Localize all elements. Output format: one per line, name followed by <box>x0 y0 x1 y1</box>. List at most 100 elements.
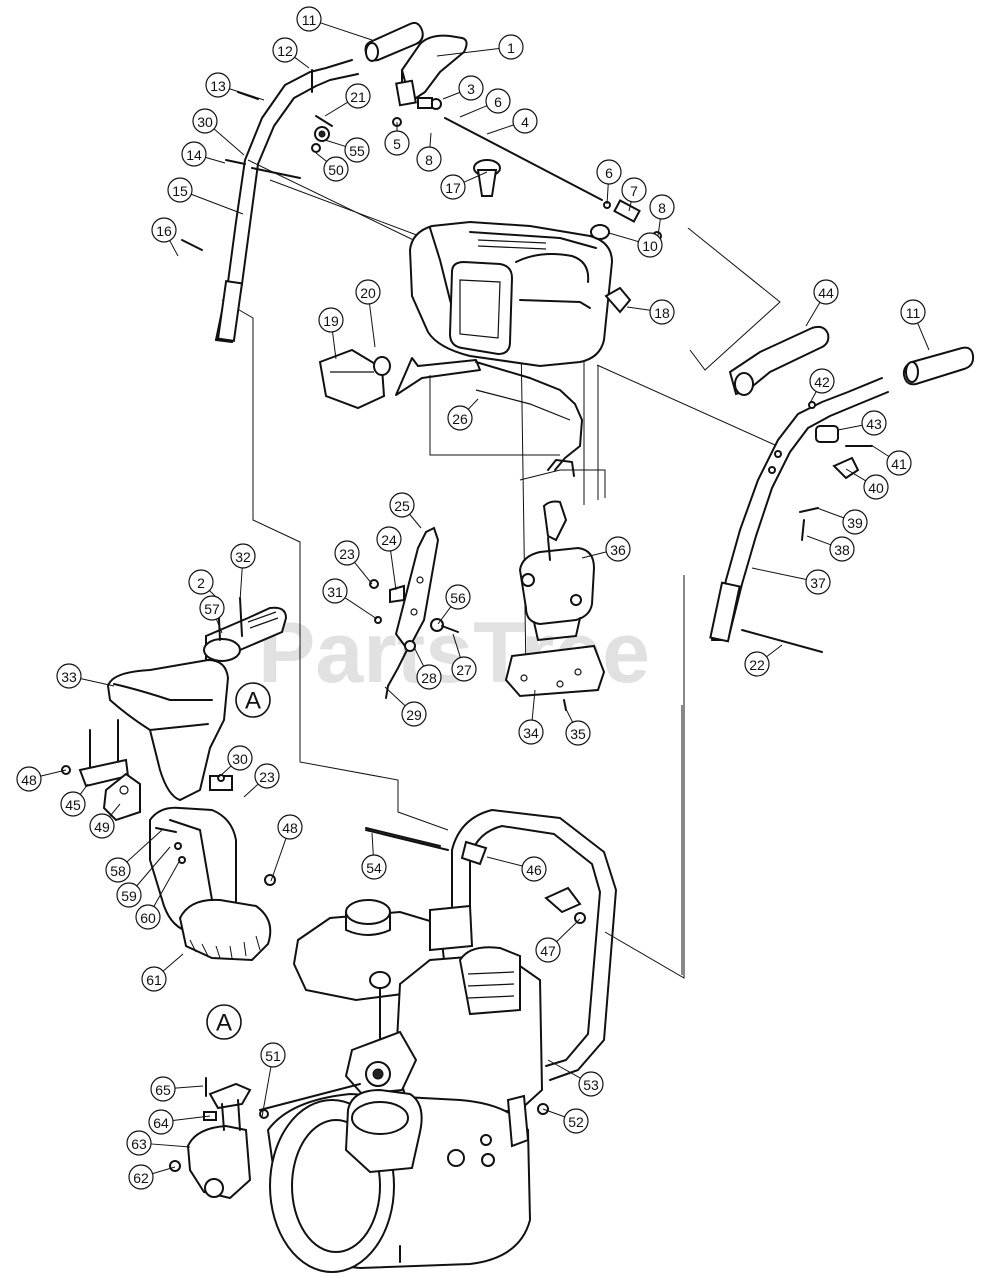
callout-leader-53 <box>547 1059 581 1079</box>
callout-number: 17 <box>445 180 461 196</box>
callout-42: 42 <box>809 368 835 394</box>
callout-number: 23 <box>259 769 275 785</box>
callout-circle <box>447 405 473 431</box>
callout-circle <box>105 857 131 883</box>
callout-number: 42 <box>814 374 830 390</box>
callout-circle <box>167 177 193 203</box>
callout-number: 59 <box>121 888 137 904</box>
callout-26: 26 <box>447 405 473 431</box>
callout-circle <box>344 137 370 163</box>
callout-circle <box>135 904 161 930</box>
callout-circle <box>345 83 371 109</box>
callout-circle <box>60 791 86 817</box>
callout-number: 3 <box>467 81 475 97</box>
callout-8: 8 <box>416 146 442 172</box>
callout-46: 46 <box>521 856 547 882</box>
callout-leader-3 <box>442 91 461 100</box>
callout-circle <box>596 159 622 185</box>
callout-56: 56 <box>445 584 471 610</box>
callout-5: 5 <box>384 130 410 156</box>
callout-leader-8 <box>429 132 432 148</box>
callout-leader-43 <box>837 424 863 431</box>
callout-leader-29 <box>384 686 406 707</box>
callout-leader-61 <box>162 953 184 972</box>
callout-number: 61 <box>146 972 162 988</box>
callout-circle <box>809 368 835 394</box>
callout-number: 5 <box>393 136 401 152</box>
callout-40: 40 <box>863 474 889 500</box>
callout-leader-11 <box>320 22 373 41</box>
callout-number: 20 <box>360 285 376 301</box>
callout-leader-1 <box>436 47 500 57</box>
callout-circle <box>254 763 280 789</box>
callout-15: 15 <box>167 177 193 203</box>
callout-leader-14 <box>205 156 226 164</box>
callout-number: 52 <box>568 1114 584 1130</box>
callout-leader-20 <box>369 303 376 348</box>
callout-10: 10 <box>637 232 663 258</box>
callout-17: 17 <box>440 174 466 200</box>
view-letter: A <box>245 688 261 715</box>
callout-11: 11 <box>296 6 322 32</box>
callout-leader-60 <box>153 859 181 907</box>
callout-circle <box>361 854 387 880</box>
callout-number: 48 <box>21 772 37 788</box>
callout-48: 48 <box>16 766 42 792</box>
callout-circle <box>16 766 42 792</box>
callout-number: 56 <box>450 590 466 606</box>
callout-59: 59 <box>116 882 142 908</box>
callout-number: 1 <box>507 40 515 56</box>
callout-55: 55 <box>344 137 370 163</box>
callout-number: 23 <box>339 546 355 562</box>
callout-33: 33 <box>56 663 82 689</box>
callout-number: 37 <box>810 575 826 591</box>
callout-44: 44 <box>813 279 839 305</box>
headlight <box>318 348 391 410</box>
callout-circle <box>296 6 322 32</box>
callout-leader-6 <box>606 183 609 205</box>
left-grip <box>364 21 424 62</box>
callout-number: 8 <box>658 200 666 216</box>
shift-rod <box>444 117 662 241</box>
callout-circle <box>199 595 225 621</box>
callout-circle <box>416 146 442 172</box>
callout-circle <box>230 543 256 569</box>
callout-leader-59 <box>136 846 171 887</box>
callout-number: 6 <box>494 94 502 110</box>
callout-number: 14 <box>186 147 202 163</box>
callout-number: 38 <box>834 542 850 558</box>
callout-23: 23 <box>254 763 280 789</box>
callout-leader-18 <box>626 306 651 311</box>
callout-leader-37 <box>751 567 807 580</box>
callout-circle <box>637 232 663 258</box>
callout-circle <box>512 108 538 134</box>
callout-50: 50 <box>323 156 349 182</box>
callout-number: 27 <box>456 662 472 678</box>
callout-leader-12 <box>294 56 310 69</box>
callout-number: 33 <box>61 669 77 685</box>
callout-circle <box>578 1071 604 1097</box>
callout-circle <box>485 88 511 114</box>
callout-leader-44 <box>805 302 821 327</box>
left-handle <box>215 59 359 343</box>
callout-circle <box>384 130 410 156</box>
callout-leader-23 <box>354 562 373 585</box>
callout-leader-22 <box>766 644 783 658</box>
callout-leader-47 <box>556 918 581 943</box>
callout-circle <box>148 1109 174 1135</box>
callout-leader-62 <box>152 1166 176 1175</box>
callout-number: 49 <box>94 819 110 835</box>
callout-circle <box>376 526 402 552</box>
callout-leader-24 <box>390 550 397 591</box>
callout-number: 31 <box>327 584 343 600</box>
callout-57: 57 <box>199 595 225 621</box>
callout-circle <box>334 540 360 566</box>
callout-circle <box>151 217 177 243</box>
callout-8: 8 <box>649 194 675 220</box>
top-hardware <box>181 69 442 251</box>
callout-number: 51 <box>265 1048 281 1064</box>
callout-leader-35 <box>564 706 574 723</box>
callout-leader-65 <box>174 1085 204 1089</box>
chute-crank-bracket <box>61 719 186 864</box>
